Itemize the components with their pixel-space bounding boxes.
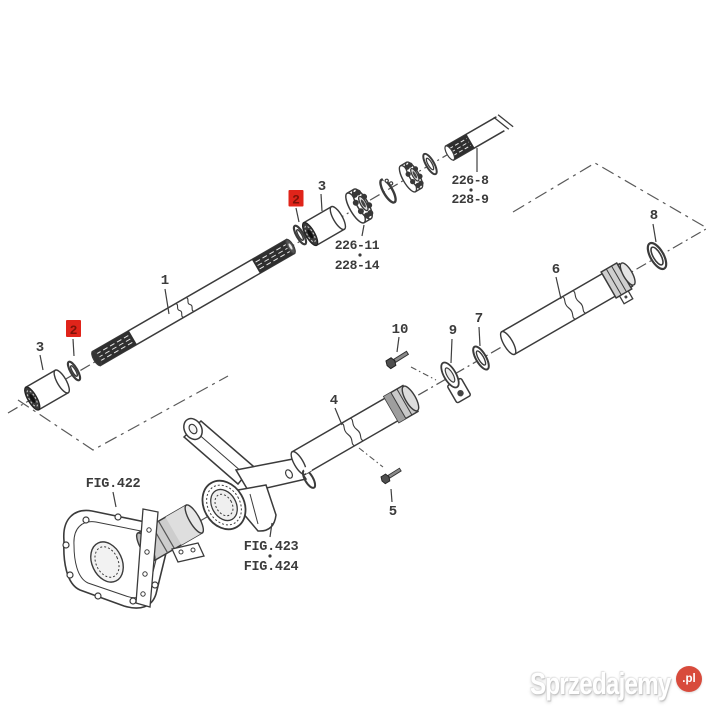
callout-3-upper: 3: [318, 179, 326, 195]
highlight-badge-lower: 2: [66, 320, 81, 338]
fig-ref-knuckle-line1: FIG.423: [244, 540, 299, 555]
assembly-axis-upper: [7, 121, 504, 414]
callout-3-lower: 3: [36, 340, 44, 356]
axle-tube-6: [499, 261, 636, 356]
fig-ref-housing: FIG.422: [86, 477, 141, 492]
ref-separator-dot: [358, 253, 362, 257]
shaft-spline-tip: [444, 112, 514, 161]
inner-bearing: [398, 161, 424, 193]
axle-tube-4: [290, 384, 420, 476]
callout-9: 9: [449, 323, 457, 339]
highlight-badge-rect: [66, 320, 81, 337]
callout-8: 8: [650, 208, 658, 224]
ref-bearing-line1: 226-11: [335, 238, 380, 253]
callout-6: 6: [552, 262, 560, 278]
callout-5: 5: [389, 504, 397, 520]
watermark-pl-badge: .pl: [676, 666, 702, 692]
housing-strap: [135, 508, 159, 608]
watermark-brand: Sprzedajemy: [530, 666, 671, 701]
spindle-bracket: [171, 542, 205, 563]
washer-ring: [422, 152, 438, 176]
callout-7: 7: [475, 311, 483, 327]
bushing-3-upper: [301, 205, 347, 247]
knuckle-bore: [201, 479, 247, 531]
callout-1: 1: [161, 273, 169, 289]
bolt-5: [380, 467, 402, 485]
ref-separator-dot: [469, 188, 473, 192]
alignment-line-left: [17, 375, 229, 451]
highlight-badge-rect: [288, 190, 304, 207]
retainer-clip: [301, 465, 317, 489]
clamp-9: [440, 361, 471, 404]
housing-opening: [90, 541, 124, 583]
callout-10: 10: [392, 322, 409, 338]
highlight-badge-number: 2: [292, 193, 300, 208]
oring-8: [646, 241, 668, 271]
bolt10-axis-line: [410, 366, 437, 381]
axle-housing-fig422: [62, 504, 205, 609]
snap-ring: [379, 173, 397, 204]
fig-ref-knuckle-line2: FIG.424: [244, 560, 299, 575]
ref-coupling-line1: 226-8: [451, 173, 489, 188]
bolt-10: [385, 350, 410, 370]
highlight-badge-upper: 2: [288, 190, 304, 208]
bushing-3-left: [24, 369, 71, 411]
highlight-badge-number: 2: [70, 323, 78, 338]
ref-bearing-line2: 228-14: [335, 258, 380, 273]
fig-separator-dot: [268, 554, 272, 558]
ring-7: [472, 345, 490, 371]
knuckle-upper-eye: [183, 417, 203, 441]
steering-knuckle: [182, 417, 308, 532]
wheel-bearing-226-11: [345, 188, 374, 224]
watermark: Sprzedajemy .pl: [530, 664, 710, 710]
callout-4: 4: [330, 393, 338, 409]
axle-shaft-1: [91, 238, 296, 367]
ref-coupling-line2: 228-9: [451, 192, 489, 207]
leader-lines: [39, 148, 657, 538]
alignment-line-right: [512, 162, 708, 229]
bolt5-axis-line: [358, 447, 384, 468]
knuckle-lower-body: [237, 484, 277, 532]
oring-2-upper: [292, 224, 308, 246]
knuckle-arm-plate: [234, 458, 308, 493]
oring-2-left: [66, 360, 82, 382]
